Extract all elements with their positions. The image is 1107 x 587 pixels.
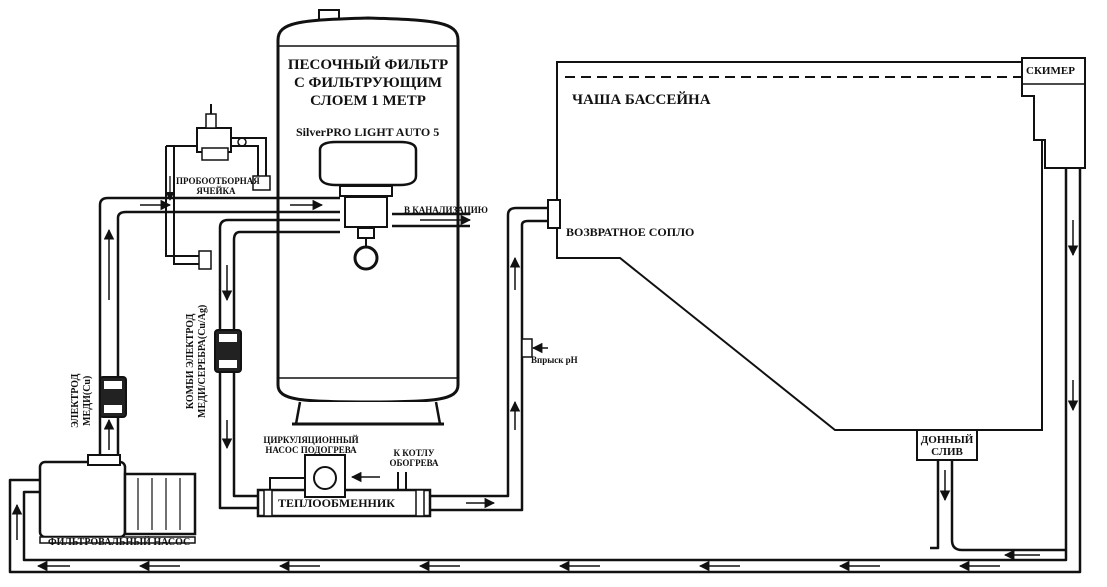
ph-injection-label: Впрыск pH [531,355,578,365]
flow-arrows [11,199,1079,572]
filter-title: ПЕСОЧНЫЙ ФИЛЬТР С ФИЛЬТРУЮЩИМ СЛОЕМ 1 МЕ… [287,57,449,109]
ph-injection-fitting [521,338,533,358]
return-nozzle-label: ВОЗВРАТНОЕ СОПЛО [566,225,695,239]
skimmer-label: СКИМЕР [1026,65,1075,77]
heat-exchanger-label: ТЕПЛООБМЕННИК [278,496,395,510]
combi-electrode [214,329,242,373]
sampling-cell [165,104,271,270]
pool-bowl-label: ЧАША БАССЕЙНА [572,92,711,108]
skimmer [1021,57,1086,169]
circ-pump-label: ЦИРКУЛЯЦИОННЫЙ НАСОС ПОДОГРЕВА [263,435,359,455]
bottom-drain-box [916,429,978,461]
pool-bowl [556,61,1043,431]
to-boiler-label: К КОТЛУ ОБОГРЕВА [389,448,439,468]
model-label: SilverPRO LIGHT AUTO 5 [296,125,440,139]
filter-pump-label: ФИЛЬТРОВАЛЬНЫЙ НАСОС [48,537,191,548]
combi-electrode-label: КОМБИ ЭЛЕКТРОД МЕДИ/СЕРЕБРА(Cu/Ag) [185,304,208,418]
bottom-drain-label: ДОННЫЙ СЛИВ [920,434,974,458]
drain-to-sewer-label: В КАНАЛИЗАЦИЮ [404,205,488,215]
return-nozzle [547,199,561,229]
filter-pump [38,454,197,544]
circulation-pump [269,454,407,498]
copper-electrode-label: ЭЛЕКТРОД МЕДИ(Cu) [70,373,93,428]
pipe-network [8,168,1082,574]
sampling-cell-label: ПРОБООТБОРНАЯ ЯЧЕЙКА [176,176,260,196]
copper-electrode [99,376,127,418]
multiport-valve [318,140,418,271]
